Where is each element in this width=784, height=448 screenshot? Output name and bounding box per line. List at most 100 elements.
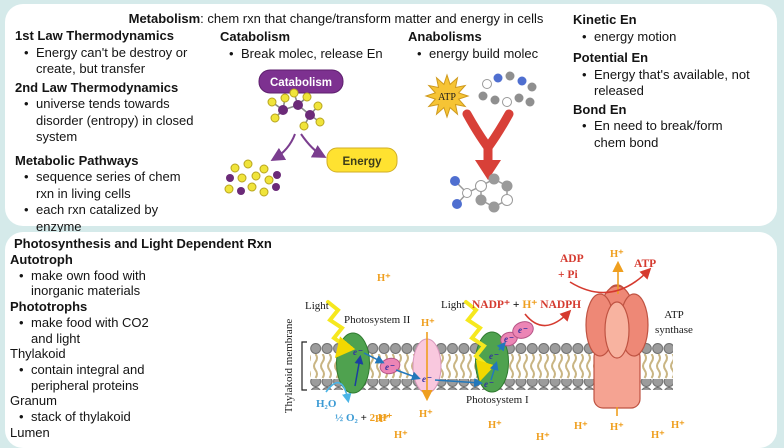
photosystem-ii-label: Photosystem II bbox=[344, 314, 411, 326]
bullet: stack of thylakoid bbox=[10, 409, 230, 425]
electron-label: e⁻ bbox=[353, 347, 363, 357]
split-arrows bbox=[270, 133, 327, 162]
hplus-label: H⁺ bbox=[377, 273, 391, 284]
hplus-label: H⁺ bbox=[488, 420, 502, 431]
atp-synthase-label-1: ATP bbox=[664, 309, 684, 321]
section-metabolic-pathways: Metabolic Pathways sequence series of ch… bbox=[15, 153, 221, 236]
nadph-label: NADPH bbox=[537, 299, 581, 311]
section-kinetic-en: Kinetic En energy motion bbox=[573, 12, 781, 45]
bullet: make food with CO2 and light bbox=[10, 315, 159, 346]
section-heading: Potential En bbox=[573, 50, 649, 65]
light-rays bbox=[326, 300, 496, 382]
hplus-label: H⁺ bbox=[522, 299, 537, 311]
anabolism-notes: Anabolisms energy build molec bbox=[408, 29, 580, 62]
molecule-atoms bbox=[267, 88, 325, 131]
monomer-circles bbox=[478, 71, 537, 107]
water-electron-arrow bbox=[354, 355, 364, 387]
electron-label: e⁻ bbox=[385, 362, 395, 372]
water-split-arrow bbox=[325, 382, 352, 404]
atp-starburst bbox=[424, 73, 470, 119]
atp-synthase-label-2: synthase bbox=[655, 324, 693, 336]
proton-arrows bbox=[421, 260, 624, 416]
light-ray-psi bbox=[464, 300, 496, 382]
hplus-label: H⁺ bbox=[421, 318, 435, 329]
hplus-label: H⁺ bbox=[394, 430, 408, 441]
atp-synthase bbox=[585, 284, 649, 409]
plus-sign: + bbox=[358, 412, 370, 424]
section-heading: Bond En bbox=[573, 101, 627, 117]
bullet: energy motion bbox=[573, 29, 781, 46]
energy-badge-label: Energy bbox=[343, 156, 383, 168]
section-heading: 2nd Law Thermodynamics bbox=[15, 79, 179, 95]
bullet: each rxn catalized by enzyme bbox=[15, 202, 188, 235]
plus-sign: + bbox=[510, 299, 522, 311]
hplus-label: H⁺ bbox=[375, 414, 389, 425]
electron-labels: e⁻ e⁻ e⁻ e⁻ e⁻ e⁻ e⁻ bbox=[353, 325, 528, 389]
hplus-label: H⁺ bbox=[671, 420, 685, 431]
hplus-label: H⁺ bbox=[651, 430, 665, 441]
electron-label: e⁻ bbox=[504, 334, 514, 344]
title-definition: : chem rxn that change/transform matter … bbox=[200, 11, 544, 26]
term-lumen: Lumen bbox=[10, 425, 230, 441]
metabolism-panel: Metabolism: chem rxn that change/transfo… bbox=[5, 4, 777, 234]
pi-label: + Pi bbox=[558, 269, 578, 281]
oxygen-products-label: ½ O₂ + 2 H⁺ bbox=[335, 412, 392, 424]
photosynthesis-title: Photosynthesis and Light Dependent Rxn bbox=[14, 236, 272, 251]
bullet: contain integral and peripheral proteins bbox=[10, 362, 167, 393]
term-heading: Autotroph bbox=[10, 252, 73, 267]
hplus-label: H⁺ bbox=[536, 432, 550, 441]
nadph-formation-arrow bbox=[524, 309, 572, 327]
hplus-label: H⁺ bbox=[610, 422, 624, 433]
two-hplus-label: 2 H⁺ bbox=[370, 412, 393, 424]
built-molecule bbox=[450, 173, 513, 213]
bullet: energy build molec bbox=[408, 46, 580, 63]
hplus-label: H⁺ bbox=[419, 409, 433, 420]
page-title: Metabolism: chem rxn that change/transfo… bbox=[93, 11, 579, 26]
proton-labels: H⁺ H⁺ H⁺ H⁺ H⁺ H⁺ H⁺ H⁺ H⁺ H⁺ H⁺ H⁺ bbox=[375, 249, 685, 441]
section-second-law: 2nd Law Thermodynamics universe tends to… bbox=[15, 80, 221, 146]
hplus-label: H⁺ bbox=[610, 249, 624, 260]
electron-label: e⁻ bbox=[422, 374, 432, 384]
bullet: universe tends towards disorder (entropy… bbox=[15, 96, 214, 146]
term-heading: Thylakoid bbox=[10, 346, 66, 362]
section-heading: Anabolisms bbox=[408, 29, 482, 44]
catabolism-badge bbox=[258, 69, 344, 94]
title-term: Metabolism bbox=[128, 11, 201, 26]
term-heading: Phototrophs bbox=[10, 299, 88, 315]
catabolism-badge-label: Catabolism bbox=[270, 77, 332, 89]
electron-label: e⁻ bbox=[489, 351, 499, 361]
membrane-bracket bbox=[301, 341, 307, 391]
atp-formation-arrow bbox=[569, 267, 652, 294]
term-heading: Lumen bbox=[10, 424, 50, 440]
light-label-2: Light bbox=[441, 299, 465, 311]
half-o2-label: ½ O₂ bbox=[335, 412, 359, 424]
nadp-label: NADP⁺ bbox=[472, 299, 510, 311]
thermodynamics-notes: 1st Law Thermodynamics Energy can't be d… bbox=[15, 28, 221, 237]
term-phototrophs: Phototrophs make food with CO2 and light bbox=[10, 299, 230, 346]
section-first-law: 1st Law Thermodynamics Energy can't be d… bbox=[15, 28, 221, 78]
scattered-monomers bbox=[224, 159, 281, 197]
energy-types-notes: Kinetic En energy motion Potential En En… bbox=[573, 12, 781, 153]
catabolism-diagram: Catabolism Energy bbox=[224, 69, 398, 197]
section-bond-en: Bond En En need to break/form chem bond bbox=[573, 102, 781, 152]
section-potential-en: Potential En Energy that's available, no… bbox=[573, 50, 781, 100]
section-heading: Kinetic En bbox=[573, 12, 637, 27]
electron-label: e⁻ bbox=[518, 325, 528, 335]
section-heading: Catabolism bbox=[220, 29, 291, 44]
bullet: Break molec, release En bbox=[220, 46, 406, 63]
photosystem-i-label: Photosystem I bbox=[466, 394, 529, 406]
anabolism-diagram: ATP bbox=[424, 71, 537, 213]
section-heading: 1st Law Thermodynamics bbox=[15, 28, 174, 43]
light-label-1: Light bbox=[305, 300, 329, 312]
electron-label: e⁻ bbox=[484, 379, 494, 389]
term-thylakoid: Thylakoid contain integral and periphera… bbox=[10, 346, 230, 393]
adp-label: ADP bbox=[560, 253, 584, 265]
bullet: Energy can't be destroy or create, but t… bbox=[15, 45, 204, 78]
membrane-label: Thylakoid membrane bbox=[283, 319, 295, 414]
light-reactions-diagram: Thylakoid membrane Light Light bbox=[283, 249, 693, 441]
section-heading: Metabolic Pathways bbox=[15, 152, 139, 168]
electron-transport-arrows bbox=[363, 341, 506, 388]
bullet: make own food with inorganic materials bbox=[10, 268, 163, 299]
energy-badge bbox=[326, 147, 398, 173]
